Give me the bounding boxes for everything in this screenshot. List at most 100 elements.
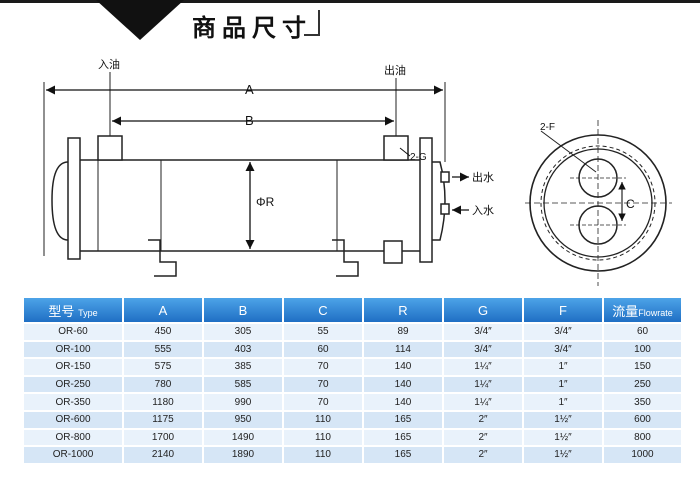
table-cell: 575 [122,357,204,377]
dim-f-label: 2-F [540,122,555,133]
table-cell: 1″ [522,392,604,412]
table-cell: 1″ [522,357,604,377]
table-cell: 140 [362,392,444,412]
table-cell: 305 [202,322,284,342]
table-cell: 3/4″ [442,339,524,360]
water-out-label: 出水 [472,170,494,184]
shell-body [80,159,424,252]
col-header-a: A [122,296,204,324]
table-cell: 2″ [442,409,524,430]
table-cell: 780 [122,374,204,395]
table-cell: 89 [362,322,444,342]
table-cell: 1½″ [522,445,604,465]
table-cell: 2″ [442,427,524,448]
left-end-cap [51,161,69,241]
table-cell: 450 [122,322,204,342]
table-cell: 1½″ [522,427,604,448]
drain-port [383,240,403,264]
table-cell: 1¼″ [442,357,524,377]
table-cell: 110 [282,427,364,448]
table-cell: 140 [362,374,444,395]
table-cell: 600 [602,409,683,430]
table-cell: 350 [602,392,683,412]
table-cell: 1″ [522,374,604,395]
table-cell: 1000 [602,445,683,465]
table-cell: 55 [282,322,364,342]
table-cell: 110 [282,409,364,430]
table-header-row: 型号 Type A B C R G F 流量Flowrate [22,296,683,324]
cooler-end-view [525,120,672,286]
page-header: 商品尺寸 [0,0,700,42]
col-header-f: F [522,296,604,324]
col-header-r: R [362,296,444,324]
table-cell: 1180 [122,392,204,412]
dimension-drawing: 入油 出油 A B ΦR 2-G 出水 入水 2-F C [43,57,672,286]
col-header-g: G [442,296,524,324]
table-cell: 990 [202,392,284,412]
water-inlet-port [440,203,450,215]
table-cell: 1¼″ [442,374,524,395]
page-title: 商品尺寸 [192,14,312,42]
table-cell: 60 [282,339,364,360]
dim-b-label: B [245,113,254,128]
table-cell: OR-1000 [22,445,124,465]
title-bracket-foot [304,34,320,36]
table-cell: OR-250 [22,374,124,395]
table-cell: 110 [282,445,364,465]
oil-out-label: 出油 [384,63,406,77]
oil-in-label: 入油 [98,57,120,71]
table-cell: 1½″ [522,409,604,430]
table-cell: 165 [362,427,444,448]
table-cell: 70 [282,374,364,395]
table-cell: 250 [602,374,683,395]
table-cell: 60 [602,322,683,342]
table-cell: 800 [602,427,683,448]
table-cell: 555 [122,339,204,360]
table-cell: 3/4″ [522,322,604,342]
col-header-c: C [282,296,364,324]
table-cell: 1890 [202,445,284,465]
right-foot [332,239,359,277]
table-cell: 403 [202,339,284,360]
table-cell: OR-60 [22,322,124,342]
header-triangle-decoration [96,0,184,40]
col-header-type: 型号 Type [22,296,124,324]
table-cell: OR-350 [22,392,124,412]
title-bracket [318,10,320,36]
water-in-label: 入水 [472,204,494,217]
left-flange [67,137,81,260]
table-cell: 3/4″ [522,339,604,360]
header-band [0,0,700,3]
table-cell: 950 [202,409,284,430]
right-flange [419,137,433,263]
table-cell: 70 [282,357,364,377]
table-cell: 385 [202,357,284,377]
table-cell: 1700 [122,427,204,448]
table-cell: OR-600 [22,409,124,430]
dimension-lines [46,85,469,249]
dim-a-label: A [245,82,254,97]
table-cell: OR-100 [22,339,124,360]
table-cell: 1¼″ [442,392,524,412]
table-cell: 165 [362,445,444,465]
right-end-cap [432,161,446,241]
table-cell: OR-150 [22,357,124,377]
col-header-b: B [202,296,284,324]
water-outlet-port [440,171,450,183]
table-cell: 114 [362,339,444,360]
left-foot [148,239,177,277]
table-cell: OR-800 [22,427,124,448]
table-cell: 100 [602,339,683,360]
dim-c-label: C [626,197,635,211]
dim-g-label: 2-G [410,152,427,163]
dim-r-label: ΦR [256,195,275,209]
table-cell: 585 [202,374,284,395]
